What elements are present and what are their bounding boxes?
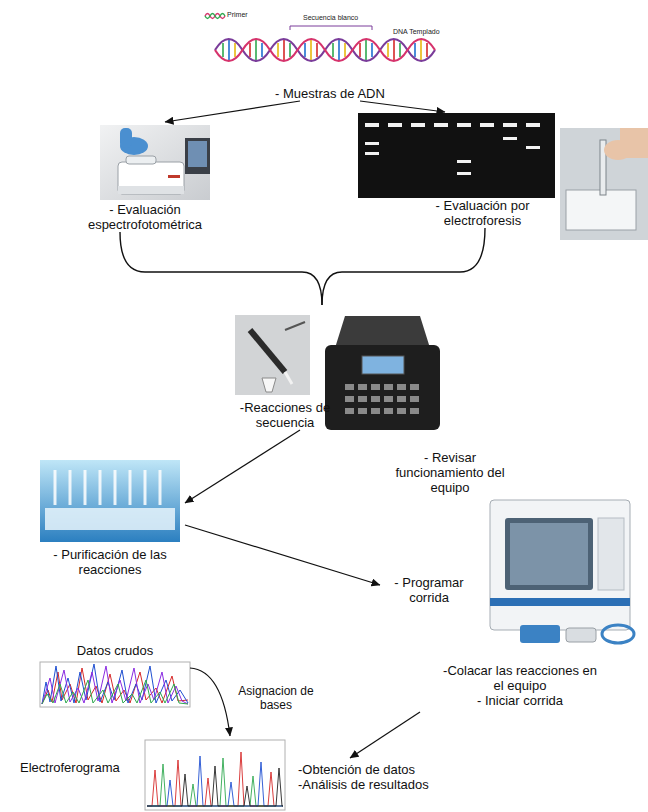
electropherogram-trace [145, 740, 285, 810]
step-text: -Colacar las reacciones en el equipo [440, 663, 600, 693]
target-bracket [290, 26, 372, 30]
stage-node: - Revisar funcionamiento del equipo - Pro… [380, 448, 642, 712]
step-text: - Evaluación espectrofotométrica [60, 202, 230, 232]
dna-helix [215, 39, 435, 61]
connector-arrow [185, 525, 380, 585]
spectrophotometer-photo [100, 125, 210, 200]
step-text: - Iniciar corrida [440, 693, 600, 708]
dna-sequencer [490, 500, 634, 643]
stage-node: -Obtención de datos-Análisis de resultad… [298, 758, 463, 792]
connector-arrow [350, 712, 420, 758]
dna-label: DNA Templado [393, 28, 440, 36]
stage-node: - Evaluación por electroforesis [405, 112, 560, 228]
dna-label: Secuencia blanco [303, 14, 358, 22]
step-text: Electroferograma [20, 760, 138, 775]
brace-connector [120, 232, 322, 305]
step-text: - Programar corrida [383, 575, 475, 605]
connector-arrow [360, 101, 445, 112]
connector-arrow [190, 668, 230, 736]
stage-node: Electroferograma [18, 736, 288, 808]
stage-node: - Purificación de las reacciones [35, 455, 185, 577]
thermocycler [325, 316, 440, 430]
stage-node: -Reacciones de secuencia [225, 305, 445, 430]
step-text: - Evaluación por electroforesis [405, 198, 560, 228]
step-text: -Obtención de datos [298, 762, 463, 777]
step-text: -Análisis de resultados [298, 777, 463, 792]
stage-node: - Muestras de ADN [255, 86, 405, 101]
edge-label: Asignacion de bases [236, 684, 316, 712]
brace-connector [322, 228, 485, 305]
gel-photo [358, 113, 648, 240]
step-text: Datos crudos [40, 643, 190, 658]
purification-plate [40, 460, 180, 542]
step-text: - Revisar funcionamiento del equipo [385, 450, 515, 495]
connector-arrow [185, 430, 300, 503]
dna-label: Primer [227, 11, 248, 19]
stage-node: Datos crudos [40, 643, 190, 706]
stage-node: - Evaluación espectrofotométrica [60, 122, 230, 232]
step-text: - Purificación de las reacciones [35, 547, 185, 577]
step-text: -Reacciones de secuencia [230, 400, 340, 430]
dna-primer [205, 14, 225, 19]
step-text: - Muestras de ADN [255, 86, 405, 101]
raw-data-trace [40, 662, 190, 707]
connector-arrow [165, 101, 300, 122]
pipette-photo [235, 315, 310, 395]
